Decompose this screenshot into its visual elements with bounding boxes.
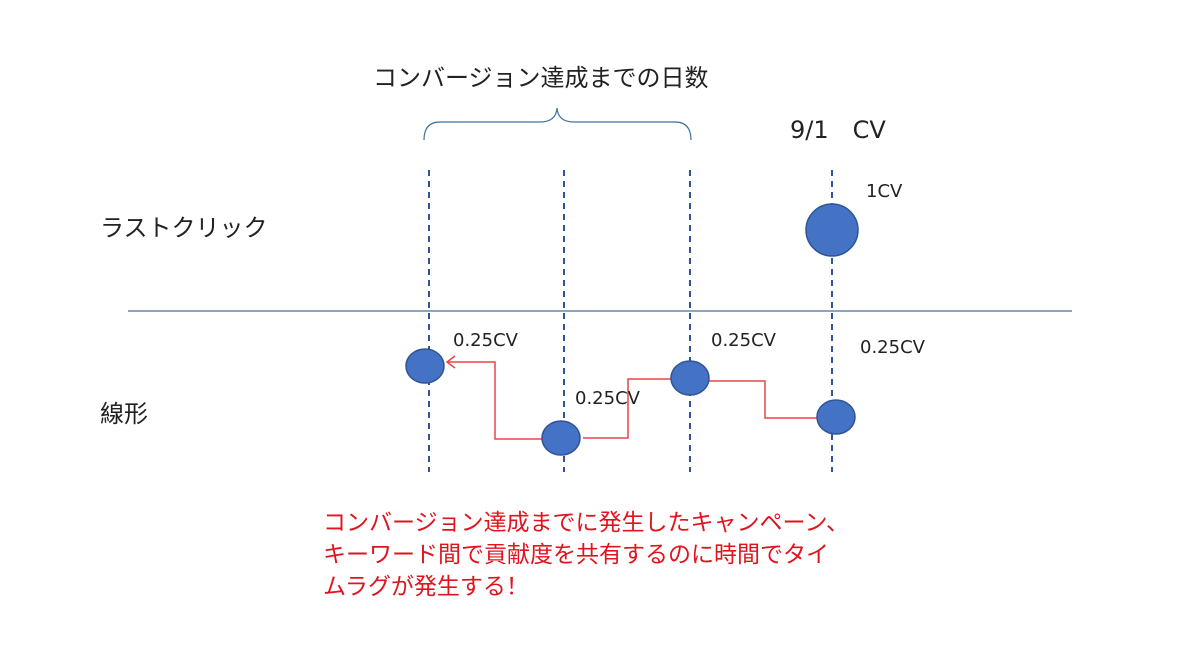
row-label-last-click: ラストクリック	[100, 214, 268, 242]
flow-arrow-2	[583, 378, 671, 439]
linear-value-1: 0.25CV	[453, 330, 518, 351]
linear-value-3: 0.25CV	[711, 330, 776, 351]
note-line: ムラグが発生する！	[323, 574, 529, 600]
linear-touchpoint-3	[670, 360, 710, 396]
linear-touchpoint-2	[541, 420, 581, 456]
linear-touchpoint-1	[405, 348, 445, 384]
note-line: キーワード間で貢献度を共有するのに時間でタイ	[323, 542, 829, 568]
arrow-head	[445, 355, 456, 369]
row-label-linear: 線形	[100, 400, 148, 428]
flow-arrow-3	[709, 380, 817, 419]
brace	[423, 107, 692, 141]
linear-value-2: 0.25CV	[575, 388, 640, 409]
last-click-cv-circle	[805, 203, 859, 257]
diagram-title: コンバージョン達成までの日数	[373, 64, 709, 92]
last-click-value: 1CV	[866, 181, 903, 202]
cv-date-label: 9/1 CV	[790, 116, 886, 144]
linear-value-4: 0.25CV	[860, 337, 925, 358]
note-text: コンバージョン達成までに発生したキャンペーン、 キーワード間で貢献度を共有するの…	[323, 507, 849, 603]
flow-arrow-1	[447, 361, 543, 440]
linear-touchpoint-4	[816, 399, 856, 435]
note-line: コンバージョン達成までに発生したキャンペーン、	[323, 510, 850, 536]
